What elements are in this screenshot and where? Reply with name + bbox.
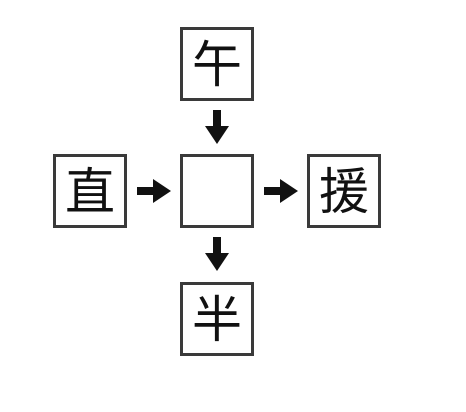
right-kanji: 援 bbox=[319, 163, 369, 221]
left-kanji-box: 直 bbox=[53, 154, 127, 228]
arrow-down-icon bbox=[205, 110, 229, 144]
arrow-down-icon bbox=[205, 237, 229, 271]
top-kanji-box: 午 bbox=[180, 27, 254, 101]
arrow-right-icon bbox=[264, 179, 298, 203]
right-kanji-box: 援 bbox=[307, 154, 381, 228]
bottom-kanji: 半 bbox=[192, 291, 242, 349]
left-kanji: 直 bbox=[65, 163, 115, 221]
answer-box[interactable] bbox=[180, 154, 254, 228]
arrow-right-icon bbox=[137, 179, 171, 203]
top-kanji: 午 bbox=[192, 36, 242, 94]
bottom-kanji-box: 半 bbox=[180, 282, 254, 356]
